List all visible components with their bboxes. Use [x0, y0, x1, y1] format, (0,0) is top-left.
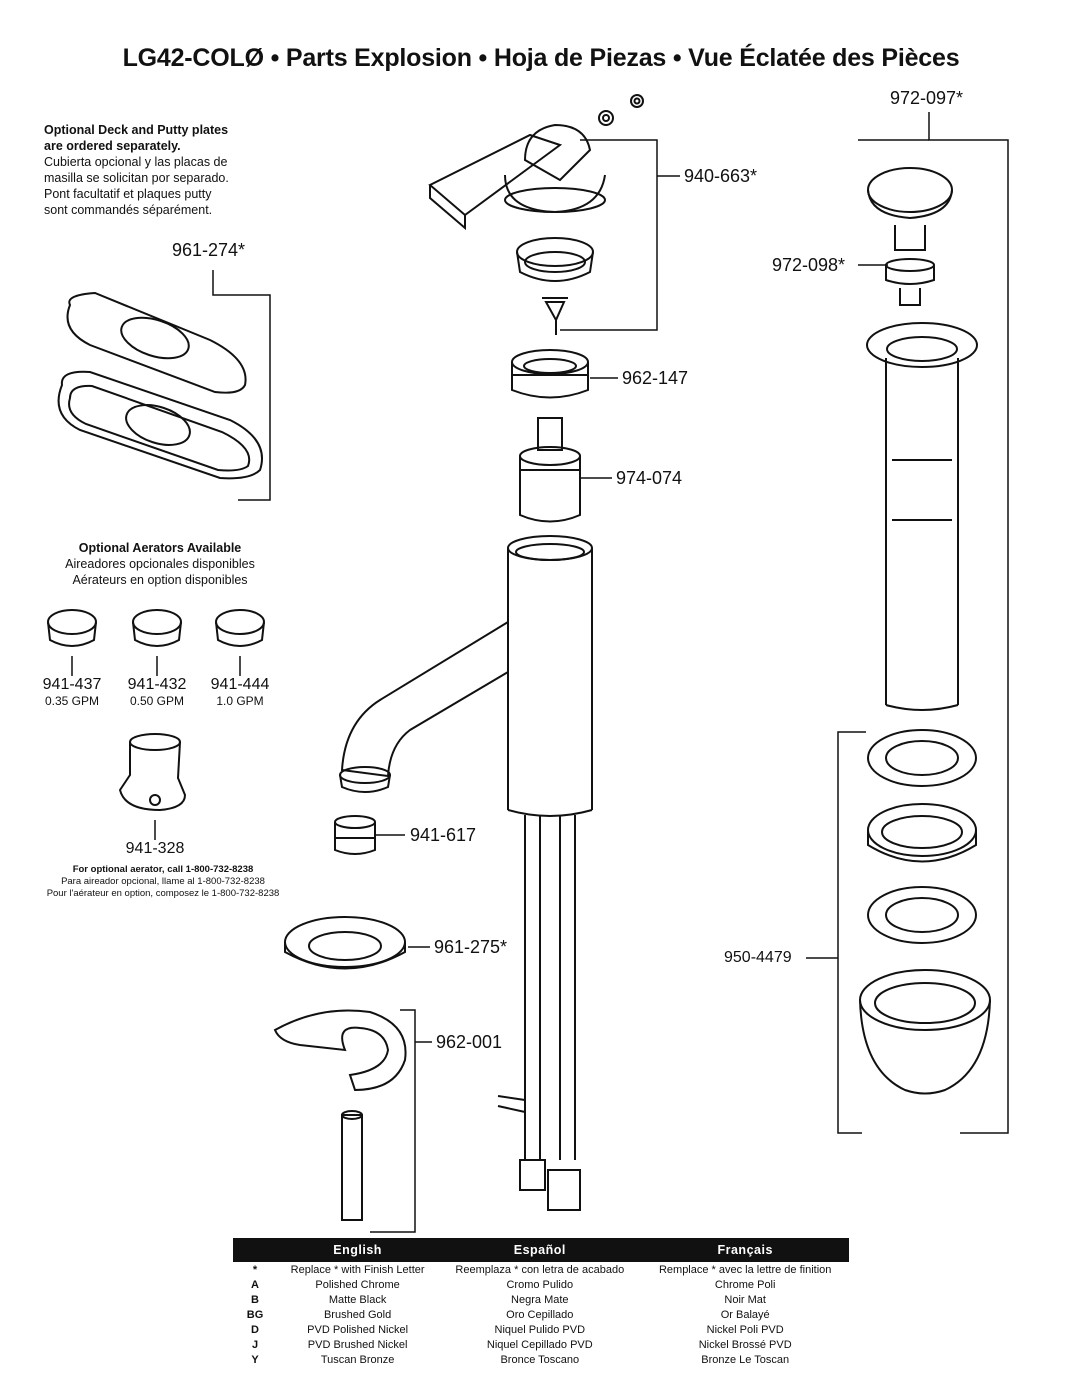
plates-note-es-2: masilla se solicitan por separado. — [44, 171, 229, 185]
finish-es: Reemplaza * con letra de acabado — [455, 1263, 625, 1276]
part-label-962-001: 962-001 — [436, 1032, 503, 1052]
aerator-option-flow: 0.50 GPM — [129, 694, 185, 708]
base-gasket-drawing — [284, 916, 406, 970]
drain-stopper-drawing — [867, 167, 953, 306]
aerator-drawing — [334, 815, 376, 855]
table-row: BG Brushed Gold Oro Cepillado Or Balayé — [233, 1307, 849, 1322]
finish-es: Cromo Pulido — [506, 1278, 574, 1291]
part-label-974-074: 974-074 — [616, 468, 683, 488]
part-label-961-275: 961-275* — [434, 937, 508, 957]
part-label-941-328: 941-328 — [125, 840, 185, 857]
part-label-941-617: 941-617 — [410, 825, 477, 845]
part-label-972-098: 972-098* — [772, 255, 846, 275]
drain-body-drawing — [866, 322, 978, 711]
phone-note-es: Para aireador opcional, llame al 1-800-7… — [61, 876, 265, 887]
phone-note-fr: Pour l'aérateur en option, composez le 1… — [46, 888, 280, 899]
plates-note-es-1: Cubierta opcional y las placas de — [44, 155, 228, 169]
aerators-note: Optional Aerators Available Aireadores o… — [40, 540, 280, 588]
plates-note: Optional Deck and Putty plates are order… — [44, 122, 229, 218]
finish-code: J — [251, 1338, 259, 1351]
finish-fr: Noir Mat — [724, 1293, 766, 1306]
aerator-option-part: 941-432 — [127, 676, 187, 693]
table-row: B Matte Black Negra Mate Noir Mat — [233, 1292, 849, 1307]
finish-code: Y — [251, 1353, 259, 1366]
aerators-note-en: Optional Aerators Available — [78, 541, 242, 555]
finish-code: B — [251, 1293, 259, 1306]
finish-es: Negra Mate — [511, 1293, 569, 1306]
header-spanish: Español — [438, 1238, 642, 1262]
phone-note: For optional aerator, call 1-800-732-823… — [28, 864, 298, 900]
finish-table-header: English Español Français — [233, 1238, 849, 1262]
page-title: LG42-COLØ • Parts Explosion • Hoja de Pi… — [122, 44, 960, 72]
finish-fr: Chrome Poli — [714, 1278, 776, 1291]
finish-es: Oro Cepillado — [506, 1308, 574, 1321]
aerators-note-fr: Aérateurs en option disponibles — [72, 573, 248, 587]
finish-en: Replace * with Finish Letter — [290, 1263, 425, 1276]
faucet-body-drawing — [339, 535, 593, 1211]
finish-en: PVD Brushed Nickel — [307, 1338, 408, 1351]
part-label-961-274: 961-274* — [172, 240, 246, 260]
aerators-note-es: Aireadores opcionales disponibles — [65, 557, 255, 571]
finish-es: Niquel Cepillado PVD — [486, 1338, 593, 1351]
part-label-972-097: 972-097* — [890, 88, 964, 108]
finish-code: * — [252, 1263, 258, 1276]
finish-es: Niquel Pulido PVD — [494, 1323, 586, 1336]
finish-fr: Remplace * avec la lettre de finition — [658, 1263, 832, 1276]
finish-en: Brushed Gold — [323, 1308, 392, 1321]
part-label-962-147: 962-147 — [622, 368, 689, 388]
deck-plate-drawing — [66, 291, 247, 394]
finish-fr: Or Balayé — [720, 1308, 770, 1321]
bonnet-nut-drawing — [511, 349, 589, 399]
finish-fr: Nickel Poli PVD — [706, 1323, 784, 1336]
putty-plate-drawing — [57, 370, 263, 480]
optional-aerators-drawing — [47, 609, 265, 647]
header-english: English — [277, 1238, 439, 1262]
finish-fr: Bronze Le Toscan — [701, 1353, 790, 1366]
plates-note-fr-2: sont commandés séparément. — [44, 203, 213, 217]
drain-gaskets-drawing — [859, 729, 991, 1095]
aerator-option-flow: 0.35 GPM — [44, 694, 100, 708]
part-label-940-663: 940-663* — [684, 166, 758, 186]
aerator-key-drawing — [118, 733, 187, 812]
finish-en: PVD Polished Nickel — [307, 1323, 409, 1336]
header-french: Français — [641, 1238, 849, 1262]
aerator-option-part: 941-444 — [210, 676, 270, 693]
plates-note-en-1: Optional Deck and Putty plates — [44, 123, 229, 137]
finish-table: English Español Français * Replace * wit… — [233, 1238, 849, 1367]
leader-lines — [71, 112, 1009, 1233]
table-row: Y Tuscan Bronze Bronce Toscano Bronze Le… — [233, 1352, 849, 1367]
finish-en: Polished Chrome — [315, 1278, 400, 1291]
phone-note-en: For optional aerator, call 1-800-732-823… — [72, 864, 254, 875]
aerator-option-3: 941-444 1.0 GPM — [200, 676, 280, 708]
aerator-option-flow: 1.0 GPM — [216, 694, 264, 708]
handle-drawing — [428, 94, 644, 335]
finish-code: A — [251, 1278, 259, 1291]
finish-fr: Nickel Brossé PVD — [698, 1338, 792, 1351]
cartridge-drawing — [519, 417, 581, 523]
table-row: D PVD Polished Nickel Niquel Pulido PVD … — [233, 1322, 849, 1337]
table-row: * Replace * with Finish Letter Reemplaza… — [233, 1262, 849, 1277]
plates-note-en-2: are ordered separately. — [44, 139, 181, 153]
aerator-option-1: 941-437 0.35 GPM — [37, 676, 107, 708]
finish-en: Tuscan Bronze — [320, 1353, 395, 1366]
table-row: A Polished Chrome Cromo Pulido Chrome Po… — [233, 1277, 849, 1292]
aerator-option-2: 941-432 0.50 GPM — [117, 676, 197, 708]
mounting-bracket-drawing — [273, 1009, 407, 1221]
aerator-option-part: 941-437 — [42, 676, 102, 693]
header-code — [233, 1238, 277, 1262]
part-label-950-4479: 950-4479 — [724, 949, 792, 966]
finish-code: BG — [246, 1308, 264, 1321]
finish-es: Bronce Toscano — [500, 1353, 580, 1366]
table-row: J PVD Brushed Nickel Niquel Cepillado PV… — [233, 1337, 849, 1352]
plates-note-fr-1: Pont facultatif et plaques putty — [44, 187, 212, 201]
finish-code: D — [251, 1323, 259, 1336]
finish-en: Matte Black — [328, 1293, 387, 1306]
